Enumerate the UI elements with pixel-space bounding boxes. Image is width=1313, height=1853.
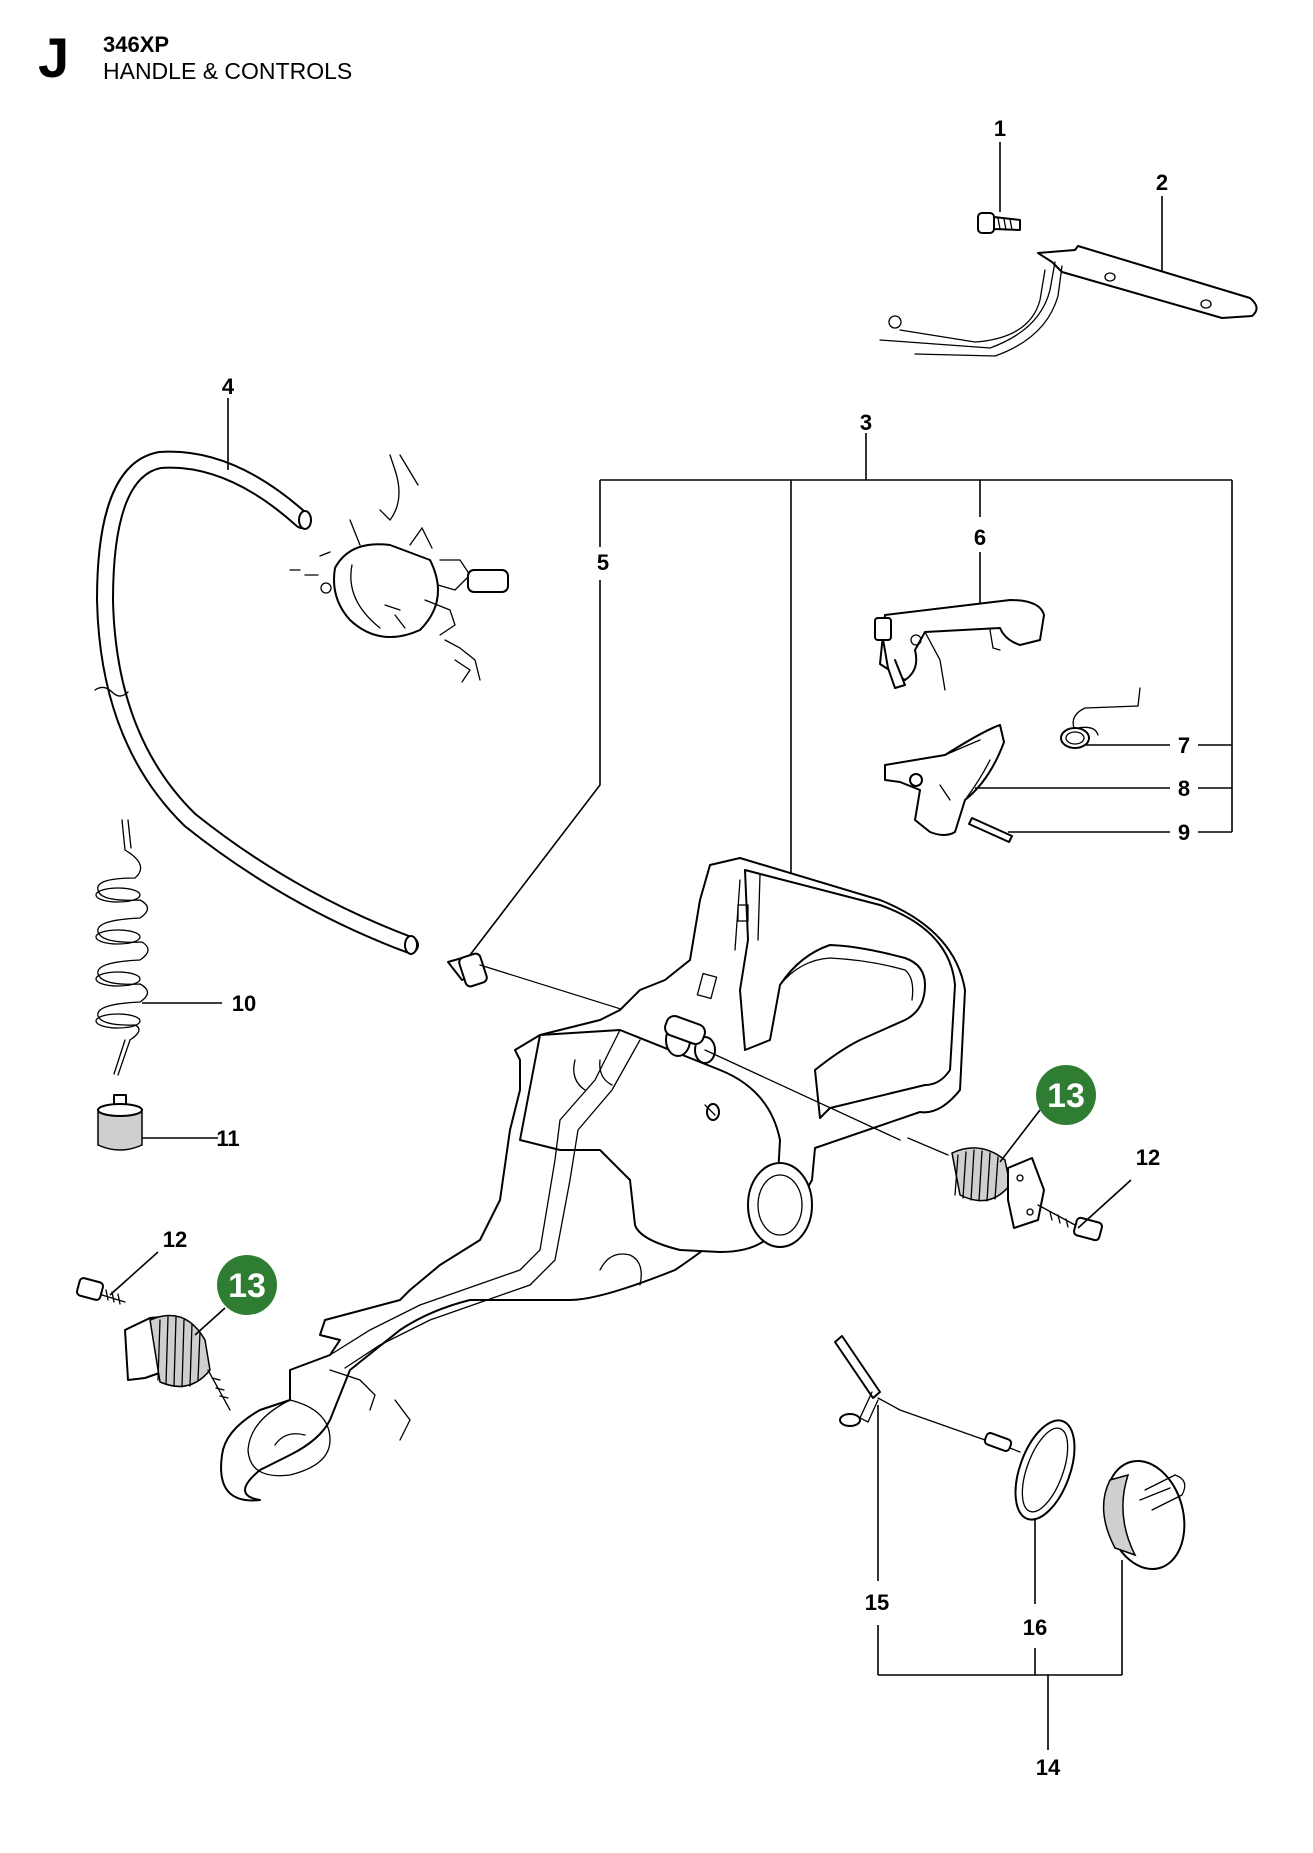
part-2-bracket <box>879 245 1258 357</box>
badge-13-upper: 13 <box>1036 1065 1096 1125</box>
part-3-handle-body <box>220 857 966 1502</box>
callout-16: 16 <box>1023 1615 1047 1640</box>
badge-13-lower-circle <box>217 1255 277 1315</box>
badge-13-upper-circle <box>1036 1065 1096 1125</box>
model-name: 346XP <box>103 32 170 57</box>
leader-lines <box>109 142 1233 1750</box>
part-10-hose-coil <box>95 819 149 1076</box>
badge-13-lower: 13 <box>217 1255 277 1315</box>
part-4-fuel-hose <box>94 450 419 955</box>
part-9-pin <box>968 817 1013 843</box>
badge-13-upper-text: 13 <box>1047 1077 1085 1115</box>
callout-8: 8 <box>1178 776 1190 801</box>
callout-9: 9 <box>1178 820 1190 845</box>
callout-15: 15 <box>865 1590 889 1615</box>
section-letter: J <box>38 26 70 89</box>
callout-10: 10 <box>232 991 256 1016</box>
badge-13-lower-text: 13 <box>228 1267 266 1305</box>
callout-3: 3 <box>860 410 872 435</box>
part-6-throttle-lockout <box>874 599 1045 691</box>
callout-11: 11 <box>216 1126 239 1151</box>
carburettor-sketch <box>289 454 509 683</box>
callout-5: 5 <box>597 550 609 575</box>
callout-2: 2 <box>1156 170 1168 195</box>
callout-14: 14 <box>1036 1755 1061 1780</box>
page-title: HANDLE & CONTROLS <box>103 58 353 84</box>
callout-labels: 1 2 3 4 5 6 7 8 9 10 11 12 12 14 15 16 <box>163 116 1190 1780</box>
part-8-throttle-trigger <box>884 724 1005 836</box>
fuel-cap-assembly <box>834 1335 1186 1571</box>
callout-12-upper: 12 <box>1136 1145 1160 1170</box>
callout-12-lower: 12 <box>163 1227 187 1252</box>
part-1-screw <box>977 212 1021 234</box>
av-spring-right <box>907 1137 1103 1242</box>
part-7-spring <box>1060 687 1141 749</box>
callout-6: 6 <box>974 525 986 550</box>
callout-7: 7 <box>1178 733 1190 758</box>
av-spring-left <box>75 1277 231 1411</box>
callout-1: 1 <box>994 116 1006 141</box>
callout-4: 4 <box>222 374 235 399</box>
part-11-fuel-filter <box>97 1094 143 1151</box>
